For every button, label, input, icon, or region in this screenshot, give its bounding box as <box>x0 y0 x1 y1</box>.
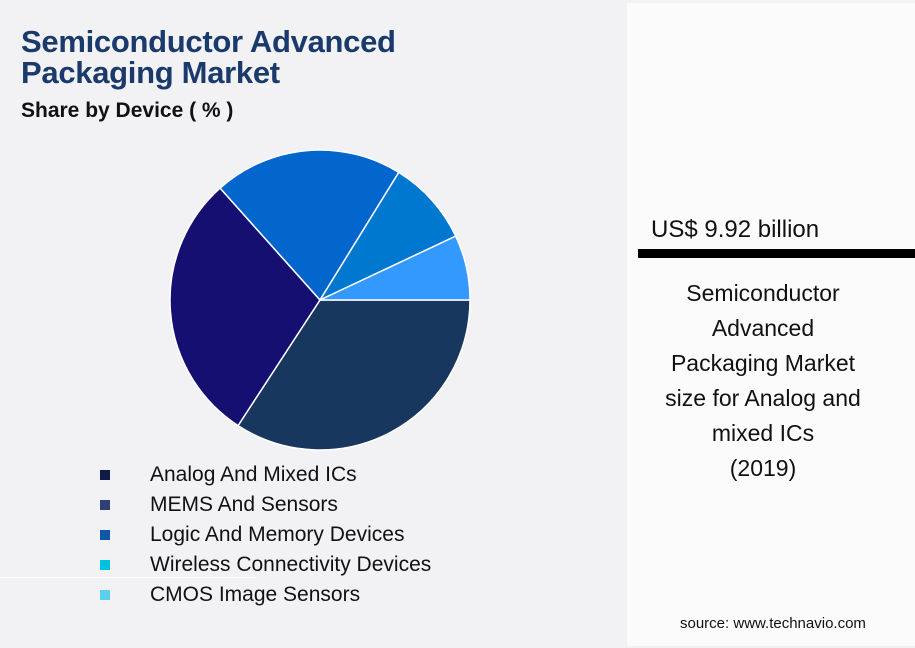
chart-subtitle: Share by Device ( % ) <box>21 99 234 122</box>
market-description: Semiconductor Advanced Packaging Market … <box>665 280 861 481</box>
legend-label: Wireless Connectivity Devices <box>150 553 432 576</box>
divider <box>0 577 256 578</box>
legend-swatch-icon <box>100 590 110 600</box>
pie-slice <box>169 187 321 427</box>
legend-swatch-icon <box>100 530 110 540</box>
pie-chart <box>169 149 471 451</box>
legend-swatch-icon <box>100 560 110 570</box>
title-line-2: Packaging Market <box>21 55 280 90</box>
legend-item: Logic And Memory Devices <box>100 520 431 550</box>
value-underline <box>638 249 915 258</box>
legend-swatch-icon <box>100 470 110 480</box>
legend-item: MEMS And Sensors <box>100 490 431 520</box>
chart-title: Semiconductor Advanced Packaging Market <box>21 26 396 88</box>
legend: Analog And Mixed ICs MEMS And Sensors Lo… <box>100 460 431 610</box>
legend-swatch-icon <box>100 500 110 510</box>
legend-item: Analog And Mixed ICs <box>100 460 431 490</box>
pie-slice <box>319 235 471 301</box>
source-credit: source: www.technavio.com <box>680 615 866 632</box>
title-line-1: Semiconductor Advanced <box>21 24 396 59</box>
market-value: US$ 9.92 billion <box>651 216 820 243</box>
pie-slice <box>219 149 400 302</box>
legend-item: CMOS Image Sensors <box>100 580 431 610</box>
legend-label: CMOS Image Sensors <box>150 583 361 606</box>
legend-label: Analog And Mixed ICs <box>150 463 357 486</box>
legend-item: Wireless Connectivity Devices <box>100 550 431 580</box>
pie-slices <box>169 149 471 451</box>
pie-slice <box>318 171 457 302</box>
legend-label: Logic And Memory Devices <box>150 523 405 546</box>
info-panel <box>627 3 915 646</box>
legend-label: MEMS And Sensors <box>150 493 338 516</box>
